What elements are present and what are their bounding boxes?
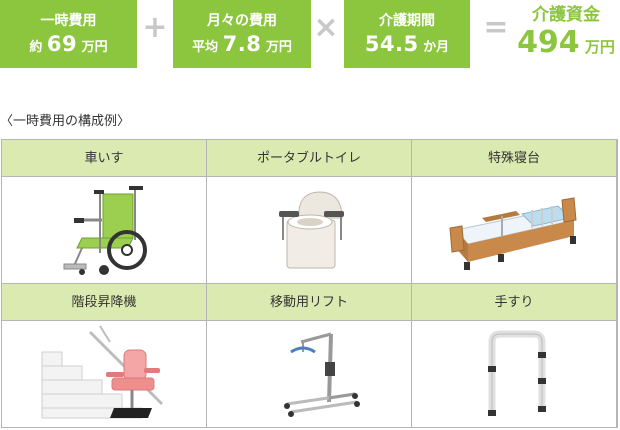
equipment-cell-wheelchair: 車いす <box>2 140 207 284</box>
plus-operator: + <box>142 10 168 45</box>
equipment-label: ポータブルトイレ <box>207 140 411 177</box>
handrail-icon <box>488 330 546 416</box>
monthly-cost-value: 7.8 <box>222 32 262 56</box>
equipment-grid: 車いす ポータブルトイレ <box>1 139 618 428</box>
cost-formula: 一時費用 約 69 万円 + 月々の費用 平均 7.8 万円 × 介護期間 54… <box>0 0 620 70</box>
monthly-cost-label: 月々の費用 <box>207 13 277 29</box>
equipment-label: 車いす <box>2 140 206 177</box>
monthly-cost-box: 月々の費用 平均 7.8 万円 <box>173 0 311 68</box>
equipment-label: 移動用リフト <box>207 284 411 321</box>
one-time-cost-unit: 万円 <box>81 40 108 55</box>
care-period-value: 54.5 <box>364 32 419 56</box>
monthly-cost-prefix: 平均 <box>192 40 219 55</box>
equipment-cell-stair-lift: 階段昇降機 <box>2 284 207 428</box>
one-time-cost-prefix: 約 <box>29 40 43 55</box>
care-period-box: 介護期間 54.5 か月 <box>344 0 470 68</box>
times-operator: × <box>313 10 339 45</box>
total-care-fund-label: 介護資金 <box>532 5 600 25</box>
care-period-label: 介護期間 <box>379 13 435 29</box>
care-bed-icon <box>449 197 577 270</box>
one-time-cost-label: 一時費用 <box>40 13 97 29</box>
one-time-cost-value: 69 <box>46 32 78 56</box>
one-time-cost-box: 一時費用 約 69 万円 <box>0 0 137 68</box>
total-care-fund: 介護資金 494 万円 <box>512 4 620 64</box>
equipment-label: 特殊寝台 <box>412 140 616 177</box>
equipment-cell-care-bed: 特殊寝台 <box>412 140 617 284</box>
care-period-unit: か月 <box>423 40 450 55</box>
stair-lift-icon <box>41 325 164 419</box>
equipment-cell-portable-toilet: ポータブルトイレ <box>207 140 412 284</box>
monthly-cost-unit: 万円 <box>265 40 292 55</box>
equipment-cell-patient-lift: 移動用リフト <box>207 284 412 428</box>
wheelchair-icon <box>63 186 147 275</box>
equipment-label: 手すり <box>412 284 616 321</box>
portable-toilet-icon <box>279 191 344 269</box>
total-care-fund-unit: 万円 <box>584 38 615 56</box>
equipment-cell-handrail: 手すり <box>412 284 617 428</box>
equipment-label: 階段昇降機 <box>2 284 206 321</box>
equals-operator: = <box>483 10 509 45</box>
total-care-fund-value: 494 <box>517 25 580 60</box>
section-subtitle: 〈一時費用の構成例〉 <box>0 114 131 129</box>
patient-lift-icon <box>284 332 360 417</box>
